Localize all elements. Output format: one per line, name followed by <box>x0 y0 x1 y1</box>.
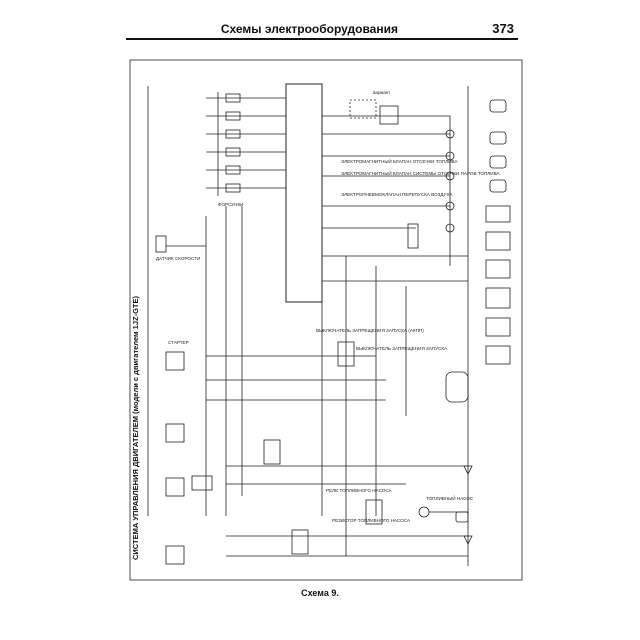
page-header: Схемы электрооборудования 373 <box>126 18 518 38</box>
wiring-diagram: вариант ЭЛЕКТРОМАГНИТНЫЙ КЛАПАН ОТСЕЧКИ … <box>126 56 526 586</box>
label-air-bypass: ЭЛЕКТРОПНЕВМОКЛАПАН ПЕРЕПУСКА ВОЗДУХА <box>341 192 453 197</box>
page-number: 373 <box>492 21 514 36</box>
label-fuel-pump-relay: РЕЛЕ ТОПЛИВНОГО НАСОСА <box>326 488 392 493</box>
label-fuel-pump-resistor: РЕЗИСТОР ТОПЛИВНОГО НАСОСА <box>332 518 410 523</box>
diagram-frame <box>129 59 523 581</box>
label-fuel-cutoff-1: ЭЛЕКТРОМАГНИТНЫЙ КЛАПАН ОТСЕЧКИ ТОПЛИВА <box>341 159 458 164</box>
connector-column <box>191 99 511 523</box>
label-starter: СТАРТЕР <box>168 340 189 345</box>
injector-lines <box>206 92 286 196</box>
fuel-pump-circuit <box>418 465 473 545</box>
label-speed-sensor: ДАТЧИК СКОРОСТИ <box>156 256 201 261</box>
label-variable: вариант <box>373 90 391 95</box>
figure-caption: Схема 9. <box>301 588 339 598</box>
label-starter-switch: ВЫКЛЮЧАТЕЛЬ ЗАПРЕЩЕНИЯ ЗАПУСКА (АКПП) <box>316 328 424 333</box>
option-box <box>349 99 377 119</box>
header-rule <box>126 38 518 40</box>
wiring-diagram-svg <box>129 59 523 581</box>
header-title: Схемы электрооборудования <box>220 22 398 36</box>
label-injectors: ФОРСУНКИ <box>218 202 244 207</box>
label-fuel-pump: ТОПЛИВНЫЙ НАСОС <box>426 496 474 501</box>
harness-lines <box>206 206 468 557</box>
label-starter-switch-2: ВЫКЛЮЧАТЕЛЬ ЗАПРЕЩЕНИЯ ЗАПУСКА <box>356 346 448 351</box>
sensor-section <box>155 216 207 565</box>
label-fuel-cutoff-2: ЭЛЕКТРОМАГНИТНЫЙ КЛАПАН СИСТЕМЫ ОТСЕЧКИ … <box>341 171 500 176</box>
ecu-block <box>285 83 323 303</box>
